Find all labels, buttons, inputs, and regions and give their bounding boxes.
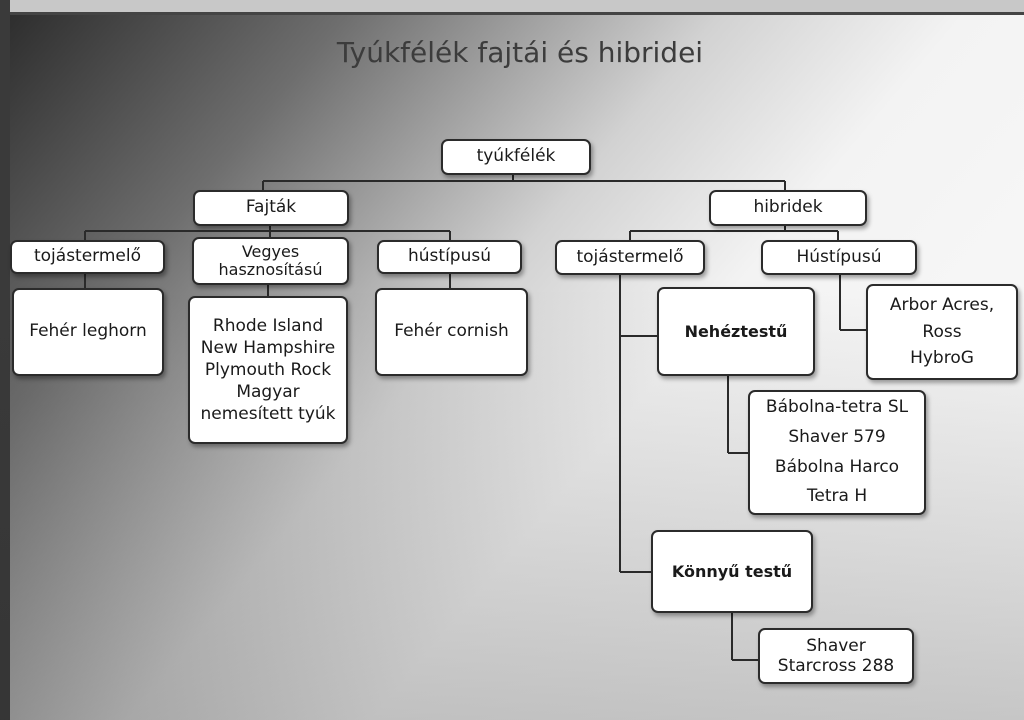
node-feher-cornish-label: Fehér cornish [394, 321, 509, 342]
breed-new-hampshire: New Hampshire [200, 337, 336, 358]
hybrid-babolna-tetra-sl: Bábolna-tetra SL [765, 397, 909, 417]
node-hibridek-tojastermelo: tojástermelő [555, 240, 705, 275]
node-fajtak-tojastermelo: tojástermelő [10, 240, 165, 274]
hybrid-shaver: Shaver [806, 635, 866, 656]
breed-plymouth-rock: Plymouth Rock [204, 359, 332, 380]
frame-top-border [0, 0, 1024, 12]
hybrid-hybrog: HybroG [910, 348, 974, 369]
hybrid-shaver-579: Shaver 579 [788, 426, 886, 447]
node-vegyes-breeds: Rhode Island New Hampshire Plymouth Rock… [188, 296, 348, 444]
breed-magyar: Magyar [236, 382, 300, 403]
node-hustipusu-hybrids: Arbor Acres, Ross HybroG [866, 284, 1018, 380]
breed-rhode-island: Rhode Island [212, 315, 324, 336]
node-hibridek: hibridek [709, 190, 867, 226]
node-konnyu-testu: Könnyű testű [651, 530, 813, 613]
diagram-title: Tyúkfélék fajtái és hibridei [336, 36, 704, 69]
hybrid-arbor-acres: Arbor Acres, [889, 295, 995, 316]
node-fajtak: Fajták [193, 190, 349, 226]
node-feher-cornish: Fehér cornish [375, 288, 528, 376]
node-fajtak-label: Fajták [245, 197, 297, 218]
node-tyukfelek: tyúkfélék [441, 139, 591, 175]
node-feher-leghorn-label: Fehér leghorn [29, 321, 147, 342]
node-hibridek-label: hibridek [753, 197, 823, 218]
node-fajtak-hustipusu: hústípusú [377, 240, 522, 274]
node-tyukfelek-label: tyúkfélék [476, 146, 556, 167]
node-vegyes-line-2: hasznosítású [218, 260, 323, 279]
node-nehezteste-label: Nehéztestű [684, 321, 788, 341]
hybrid-babolna-harco: Bábolna Harco [774, 456, 900, 477]
node-hibridek-tojastermelo-label: tojástermelő [576, 246, 684, 267]
hybrid-starcross-288: Starcross 288 [777, 656, 895, 676]
node-vegyes-hasznositasu: Vegyes hasznosítású [192, 237, 349, 285]
node-hibridek-hustipusu-label: Hústípusú [796, 246, 882, 267]
node-vegyes-line-1: Vegyes [241, 241, 300, 261]
node-nehezteste: Nehéztestű [657, 287, 815, 376]
node-fajtak-tojastermelo-label: tojástermelő [33, 246, 142, 267]
node-konnyu-hybrids: Shaver Starcross 288 [758, 628, 914, 684]
node-feher-leghorn: Fehér leghorn [12, 288, 164, 376]
node-konnyu-testu-label: Könnyű testű [671, 561, 793, 581]
hybrid-tetra-h: Tetra H [806, 486, 868, 507]
hybrid-ross: Ross [922, 321, 962, 342]
breed-nemesitett-tyuk: nemesített tyúk [200, 404, 336, 425]
frame-rule [10, 12, 1024, 15]
frame-left-border [0, 0, 10, 720]
node-fajtak-hustipusu-label: hústípusú [408, 246, 491, 267]
node-nehezteste-hybrids: Bábolna-tetra SL Shaver 579 Bábolna Harc… [748, 390, 926, 515]
node-hibridek-hustipusu: Hústípusú [761, 240, 917, 275]
